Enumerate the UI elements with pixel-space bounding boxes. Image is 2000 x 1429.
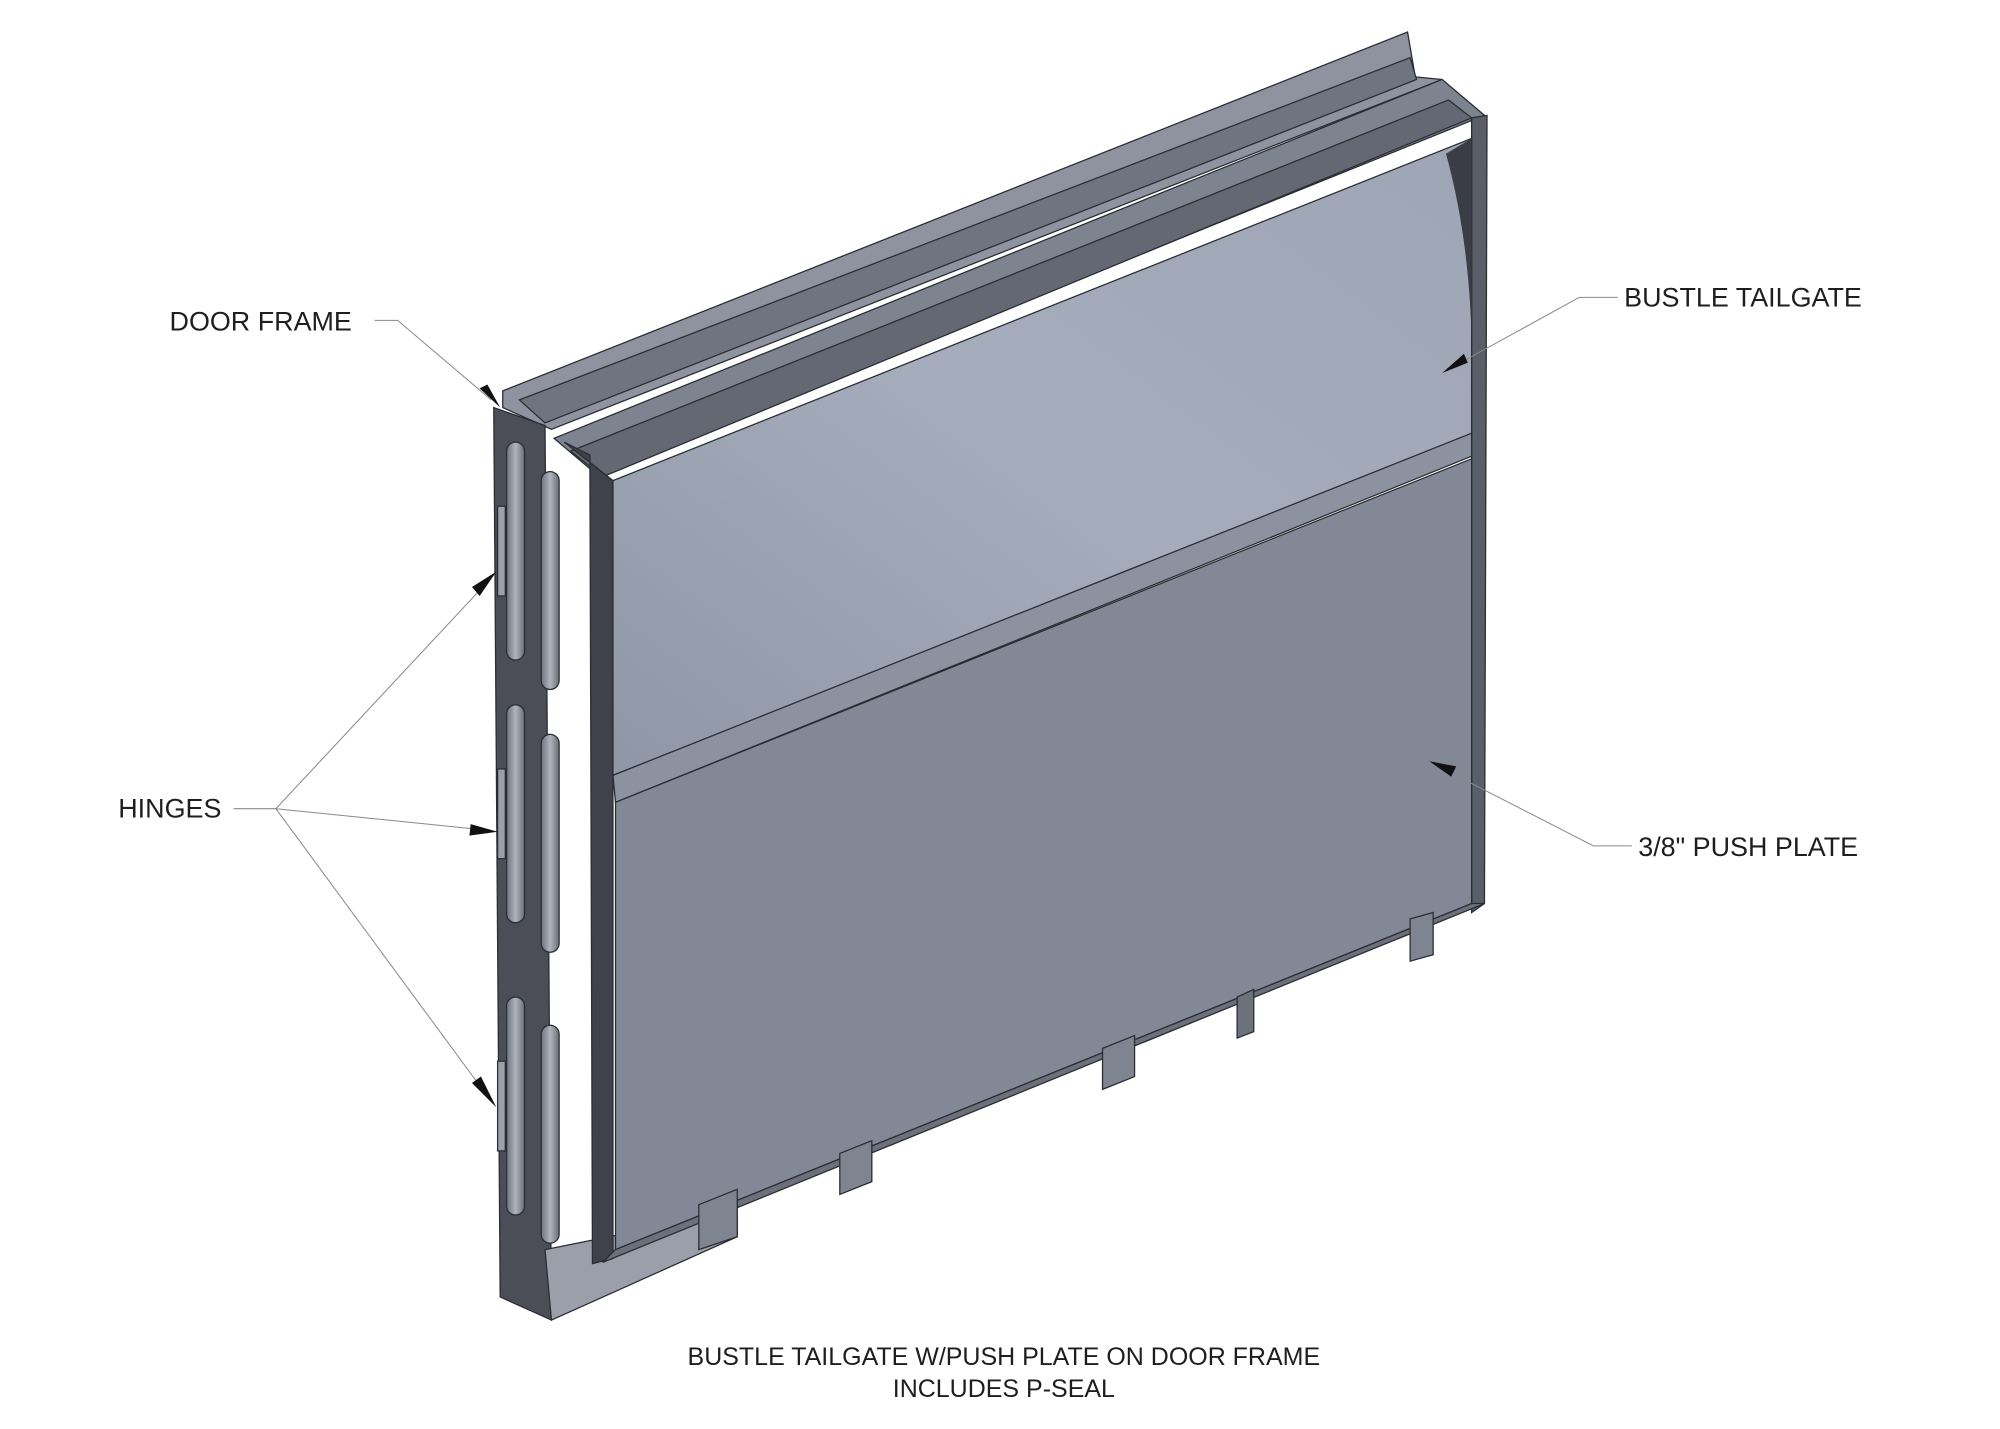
support-feet [698,911,1434,1251]
arrowhead-icon [471,1076,497,1108]
bustle-tailgate-label: BUSTLE TAILGATE [1624,282,1862,312]
arrowhead-icon [1429,761,1457,777]
bustle-tailgate [552,78,1488,1265]
push-plate [602,457,1485,1263]
arrowhead-icon [471,571,497,596]
caption-line-1: BUSTLE TAILGATE W/PUSH PLATE ON DOOR FRA… [688,1343,1321,1371]
arrowhead-icon [479,384,501,408]
caption-line-2: INCLUDES P-SEAL [893,1375,1115,1403]
hinges [496,441,560,1244]
door-frame-label: DOOR FRAME [170,307,352,337]
callout-hinges: HINGES [118,571,498,1108]
arrowhead-icon [1442,353,1468,373]
callout-push-plate: 3/8" PUSH PLATE [1429,761,1858,862]
push-plate-label: 3/8" PUSH PLATE [1638,832,1858,862]
callout-bustle-tailgate: BUSTLE TAILGATE [1442,282,1862,373]
caption: BUSTLE TAILGATE W/PUSH PLATE ON DOOR FRA… [688,1343,1321,1403]
arrowhead-icon [469,824,498,836]
callout-door-frame: DOOR FRAME [170,307,501,408]
hinges-label: HINGES [118,794,221,824]
